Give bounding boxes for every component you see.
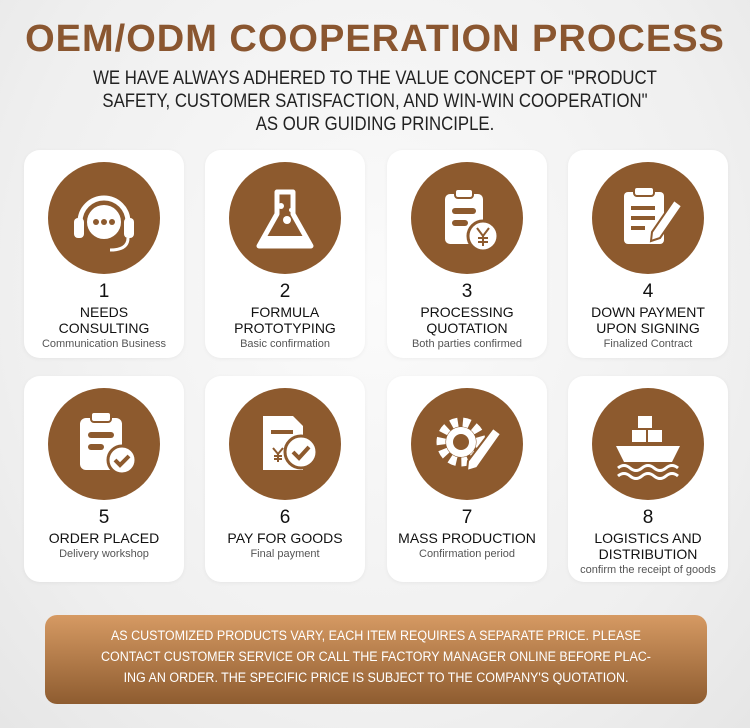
clipboard-yen-icon	[411, 162, 523, 274]
step-title: MASS PRODUCTION Confirmation period	[387, 530, 547, 561]
page-title: OEM/ODM COOPERATION PROCESS	[25, 18, 725, 60]
step-label: PROTOTYPING	[234, 320, 336, 336]
gear-pen-icon	[411, 388, 523, 500]
subtitle: WE HAVE ALWAYS ADHERED TO THE VALUE CONC…	[0, 67, 750, 136]
note-line: AS CUSTOMIZED PRODUCTS VARY, EACH ITEM R…	[110, 628, 642, 644]
step-description: Final payment	[250, 548, 320, 560]
step-number: 4	[642, 281, 654, 302]
step-label: PROCESSING	[420, 304, 514, 320]
step-label: CONSULTING	[58, 320, 150, 336]
step-card-6: 6 PAY FOR GOODS Final payment	[205, 376, 365, 582]
contract-pen-icon	[592, 162, 704, 274]
step-description: Confirmation period	[419, 548, 515, 560]
subtitle-line: WE HAVE ALWAYS ADHERED TO THE VALUE CONC…	[93, 67, 657, 89]
step-label: FORMULA	[250, 304, 320, 320]
cargo-ship-icon	[592, 388, 704, 500]
step-label: DISTRIBUTION	[598, 546, 698, 562]
flask-icon	[229, 162, 341, 274]
step-number: 7	[461, 507, 473, 528]
headset-chat-icon	[48, 162, 160, 274]
step-label: NEEDS	[79, 304, 129, 320]
step-label: MASS PRODUCTION	[398, 530, 536, 546]
step-number: 6	[279, 507, 291, 528]
clipboard-check-icon	[48, 388, 160, 500]
subtitle-line: SAFETY, CUSTOMER SATISFACTION, AND WIN-W…	[102, 90, 648, 112]
step-description: Delivery workshop	[59, 548, 149, 560]
invoice-check-icon	[229, 388, 341, 500]
step-number: 3	[461, 281, 473, 302]
step-label: QUOTATION	[426, 320, 508, 336]
step-description: confirm the receipt of goods	[580, 564, 716, 576]
step-card-7: 7 MASS PRODUCTION Confirmation period	[387, 376, 547, 582]
step-title: PAY FOR GOODS Final payment	[205, 530, 365, 561]
step-description: Basic confirmation	[240, 338, 330, 350]
step-label: DOWN PAYMENT	[591, 304, 705, 320]
pricing-note: AS CUSTOMIZED PRODUCTS VARY, EACH ITEM R…	[45, 615, 707, 704]
subtitle-line: AS OUR GUIDING PRINCIPLE.	[255, 113, 495, 135]
step-label: PAY FOR GOODS	[227, 530, 343, 546]
step-label: ORDER PLACED	[48, 530, 160, 546]
step-number: 2	[279, 281, 291, 302]
note-line: CONTACT CUSTOMER SERVICE OR CALL THE FAC…	[101, 649, 651, 665]
step-title: ORDER PLACED Delivery workshop	[24, 530, 184, 561]
step-number: 5	[98, 507, 110, 528]
step-description: Both parties confirmed	[411, 338, 523, 350]
step-description: Communication Business	[41, 338, 167, 350]
step-description: Finalized Contract	[603, 338, 693, 350]
step-label: UPON SIGNING	[596, 320, 700, 336]
step-number: 1	[98, 281, 110, 302]
step-label: LOGISTICS AND	[594, 530, 702, 546]
step-number: 8	[642, 507, 654, 528]
step-card-5: 5 ORDER PLACED Delivery workshop	[24, 376, 184, 582]
note-line: ING AN ORDER. THE SPECIFIC PRICE IS SUBJ…	[123, 670, 629, 686]
